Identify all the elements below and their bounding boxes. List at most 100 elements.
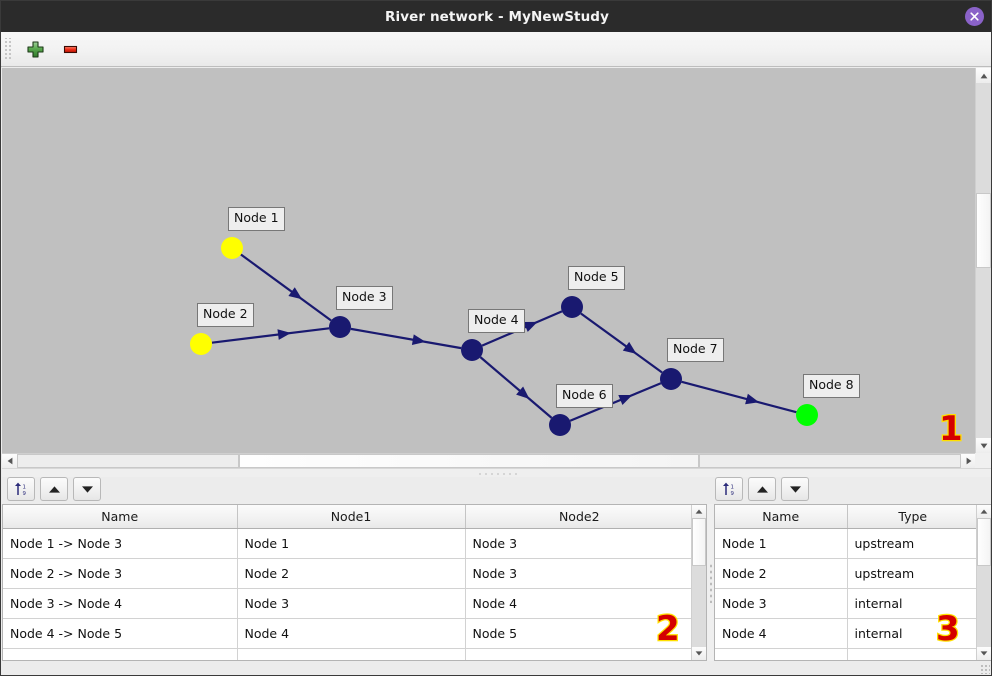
toolbar-drag-handle[interactable] [3, 38, 12, 60]
column-header-node2[interactable]: Node2 [465, 505, 693, 529]
graph-node-label[interactable]: Node 5 [568, 266, 625, 290]
canvas-vertical-scrollbar[interactable] [975, 68, 991, 453]
vertical-splitter[interactable] [707, 504, 714, 661]
graph-node-label[interactable]: Node 8 [803, 374, 860, 398]
reach-move-down-button[interactable] [73, 477, 101, 501]
graph-node[interactable] [660, 368, 682, 390]
table-cell[interactable] [237, 648, 466, 660]
reach-scroll-up-button[interactable] [692, 505, 706, 518]
scroll-up-button[interactable] [976, 68, 991, 83]
graph-node[interactable] [549, 414, 571, 436]
graph-node-label[interactable]: Node 6 [556, 384, 613, 408]
table-cell[interactable]: Node 1 -> Node 3 [3, 528, 238, 559]
graph-node-label[interactable]: Node 2 [197, 303, 254, 327]
add-node-button[interactable] [20, 34, 50, 64]
reach-move-up-button[interactable] [40, 477, 68, 501]
node-move-up-button[interactable] [748, 477, 776, 501]
table-empty-row[interactable] [3, 648, 693, 660]
table-cell[interactable]: Node 3 [715, 588, 848, 619]
delete-node-button[interactable] [55, 34, 85, 64]
table-cell[interactable]: Node 5 [465, 618, 693, 649]
graph-node[interactable] [796, 404, 818, 426]
column-header-name[interactable]: Name [715, 505, 848, 529]
table-cell[interactable]: Node 2 [237, 558, 466, 589]
reach-scroll-thumb[interactable] [692, 518, 706, 566]
graph-node[interactable] [561, 296, 583, 318]
node-scroll-down-button[interactable] [977, 647, 991, 660]
scroll-track-right[interactable] [699, 454, 961, 468]
reach-table-vertical-scrollbar[interactable] [691, 505, 706, 660]
reach-scroll-down-button[interactable] [692, 647, 706, 660]
graph-node-label[interactable]: Node 1 [228, 207, 285, 231]
river-network-graph[interactable]: Node 1 Node 2 Node 3 Node 4 Node 5 Node 6 Node… [2, 68, 977, 453]
table-cell[interactable]: Node 4 [465, 588, 693, 619]
node-scroll-thumb[interactable] [977, 518, 991, 566]
graph-node-label[interactable]: Node 7 [667, 338, 724, 362]
table-cell[interactable]: Node 3 -> Node 4 [3, 588, 238, 619]
table-cell[interactable]: Node 4 [237, 618, 466, 649]
graph-node-label[interactable]: Node 4 [468, 309, 525, 333]
table-cell[interactable]: Node 4 [715, 618, 848, 649]
node-scroll-up-button[interactable] [977, 505, 991, 518]
graph-node[interactable] [190, 333, 212, 355]
node-scroll-track[interactable] [977, 566, 991, 647]
close-window-button[interactable] [965, 7, 984, 26]
table-cell[interactable] [715, 648, 848, 660]
column-header-type[interactable]: Type [847, 505, 978, 529]
scroll-left-button[interactable] [2, 454, 17, 468]
table-empty-row[interactable] [715, 648, 978, 660]
reach-scroll-track[interactable] [692, 566, 706, 647]
horizontal-splitter[interactable] [2, 468, 991, 477]
table-cell[interactable]: Node 2 -> Node 3 [3, 558, 238, 589]
window-resize-grip[interactable] [980, 664, 990, 674]
table-cell[interactable]: Node 1 [237, 528, 466, 559]
reach-sort-button[interactable]: 1 9 [7, 477, 35, 501]
table-cell[interactable]: Node 4 -> Node 5 [3, 618, 238, 649]
graph-edge[interactable] [240, 253, 332, 322]
graph-node[interactable] [221, 237, 243, 259]
scroll-down-button[interactable] [976, 438, 991, 453]
graph-edge[interactable] [681, 380, 797, 414]
canvas-horizontal-scrollbar[interactable] [2, 453, 977, 468]
canvas-horizontal-scroll-thumb[interactable] [239, 454, 699, 468]
graph-edge[interactable] [580, 312, 663, 374]
table-cell[interactable] [847, 648, 978, 660]
node-sort-button[interactable]: 1 9 [715, 477, 743, 501]
table-cell[interactable]: Node 1 [715, 528, 848, 559]
table-cell[interactable] [465, 648, 693, 660]
graph-edge[interactable] [479, 356, 553, 419]
graph-node[interactable] [461, 339, 483, 361]
table-cell[interactable]: Node 3 [237, 588, 466, 619]
table-cell[interactable]: internal [847, 618, 978, 649]
column-header-node1[interactable]: Node1 [237, 505, 466, 529]
graph-edge[interactable] [211, 327, 330, 344]
table-cell[interactable] [3, 648, 238, 660]
scroll-track-lower[interactable] [976, 268, 991, 438]
scroll-track-upper[interactable] [976, 83, 991, 193]
canvas-vertical-scroll-thumb[interactable] [976, 193, 991, 268]
graph-edge[interactable] [569, 382, 662, 422]
table-cell[interactable]: Node 3 [465, 558, 693, 589]
table-cell[interactable]: Node 3 [465, 528, 693, 559]
node-table-vertical-scrollbar[interactable] [976, 505, 991, 660]
table-cell[interactable]: Node 2 [715, 558, 848, 589]
column-header-name[interactable]: Name [3, 505, 238, 529]
table-cell[interactable]: upstream [847, 558, 978, 589]
scroll-track-left[interactable] [17, 454, 239, 468]
graph-edge[interactable] [350, 327, 462, 350]
table-cell[interactable]: upstream [847, 528, 978, 559]
table-cell[interactable]: internal [847, 588, 978, 619]
graph-node[interactable] [329, 316, 351, 338]
graph-node-label[interactable]: Node 3 [336, 286, 393, 310]
node-move-down-button[interactable] [781, 477, 809, 501]
